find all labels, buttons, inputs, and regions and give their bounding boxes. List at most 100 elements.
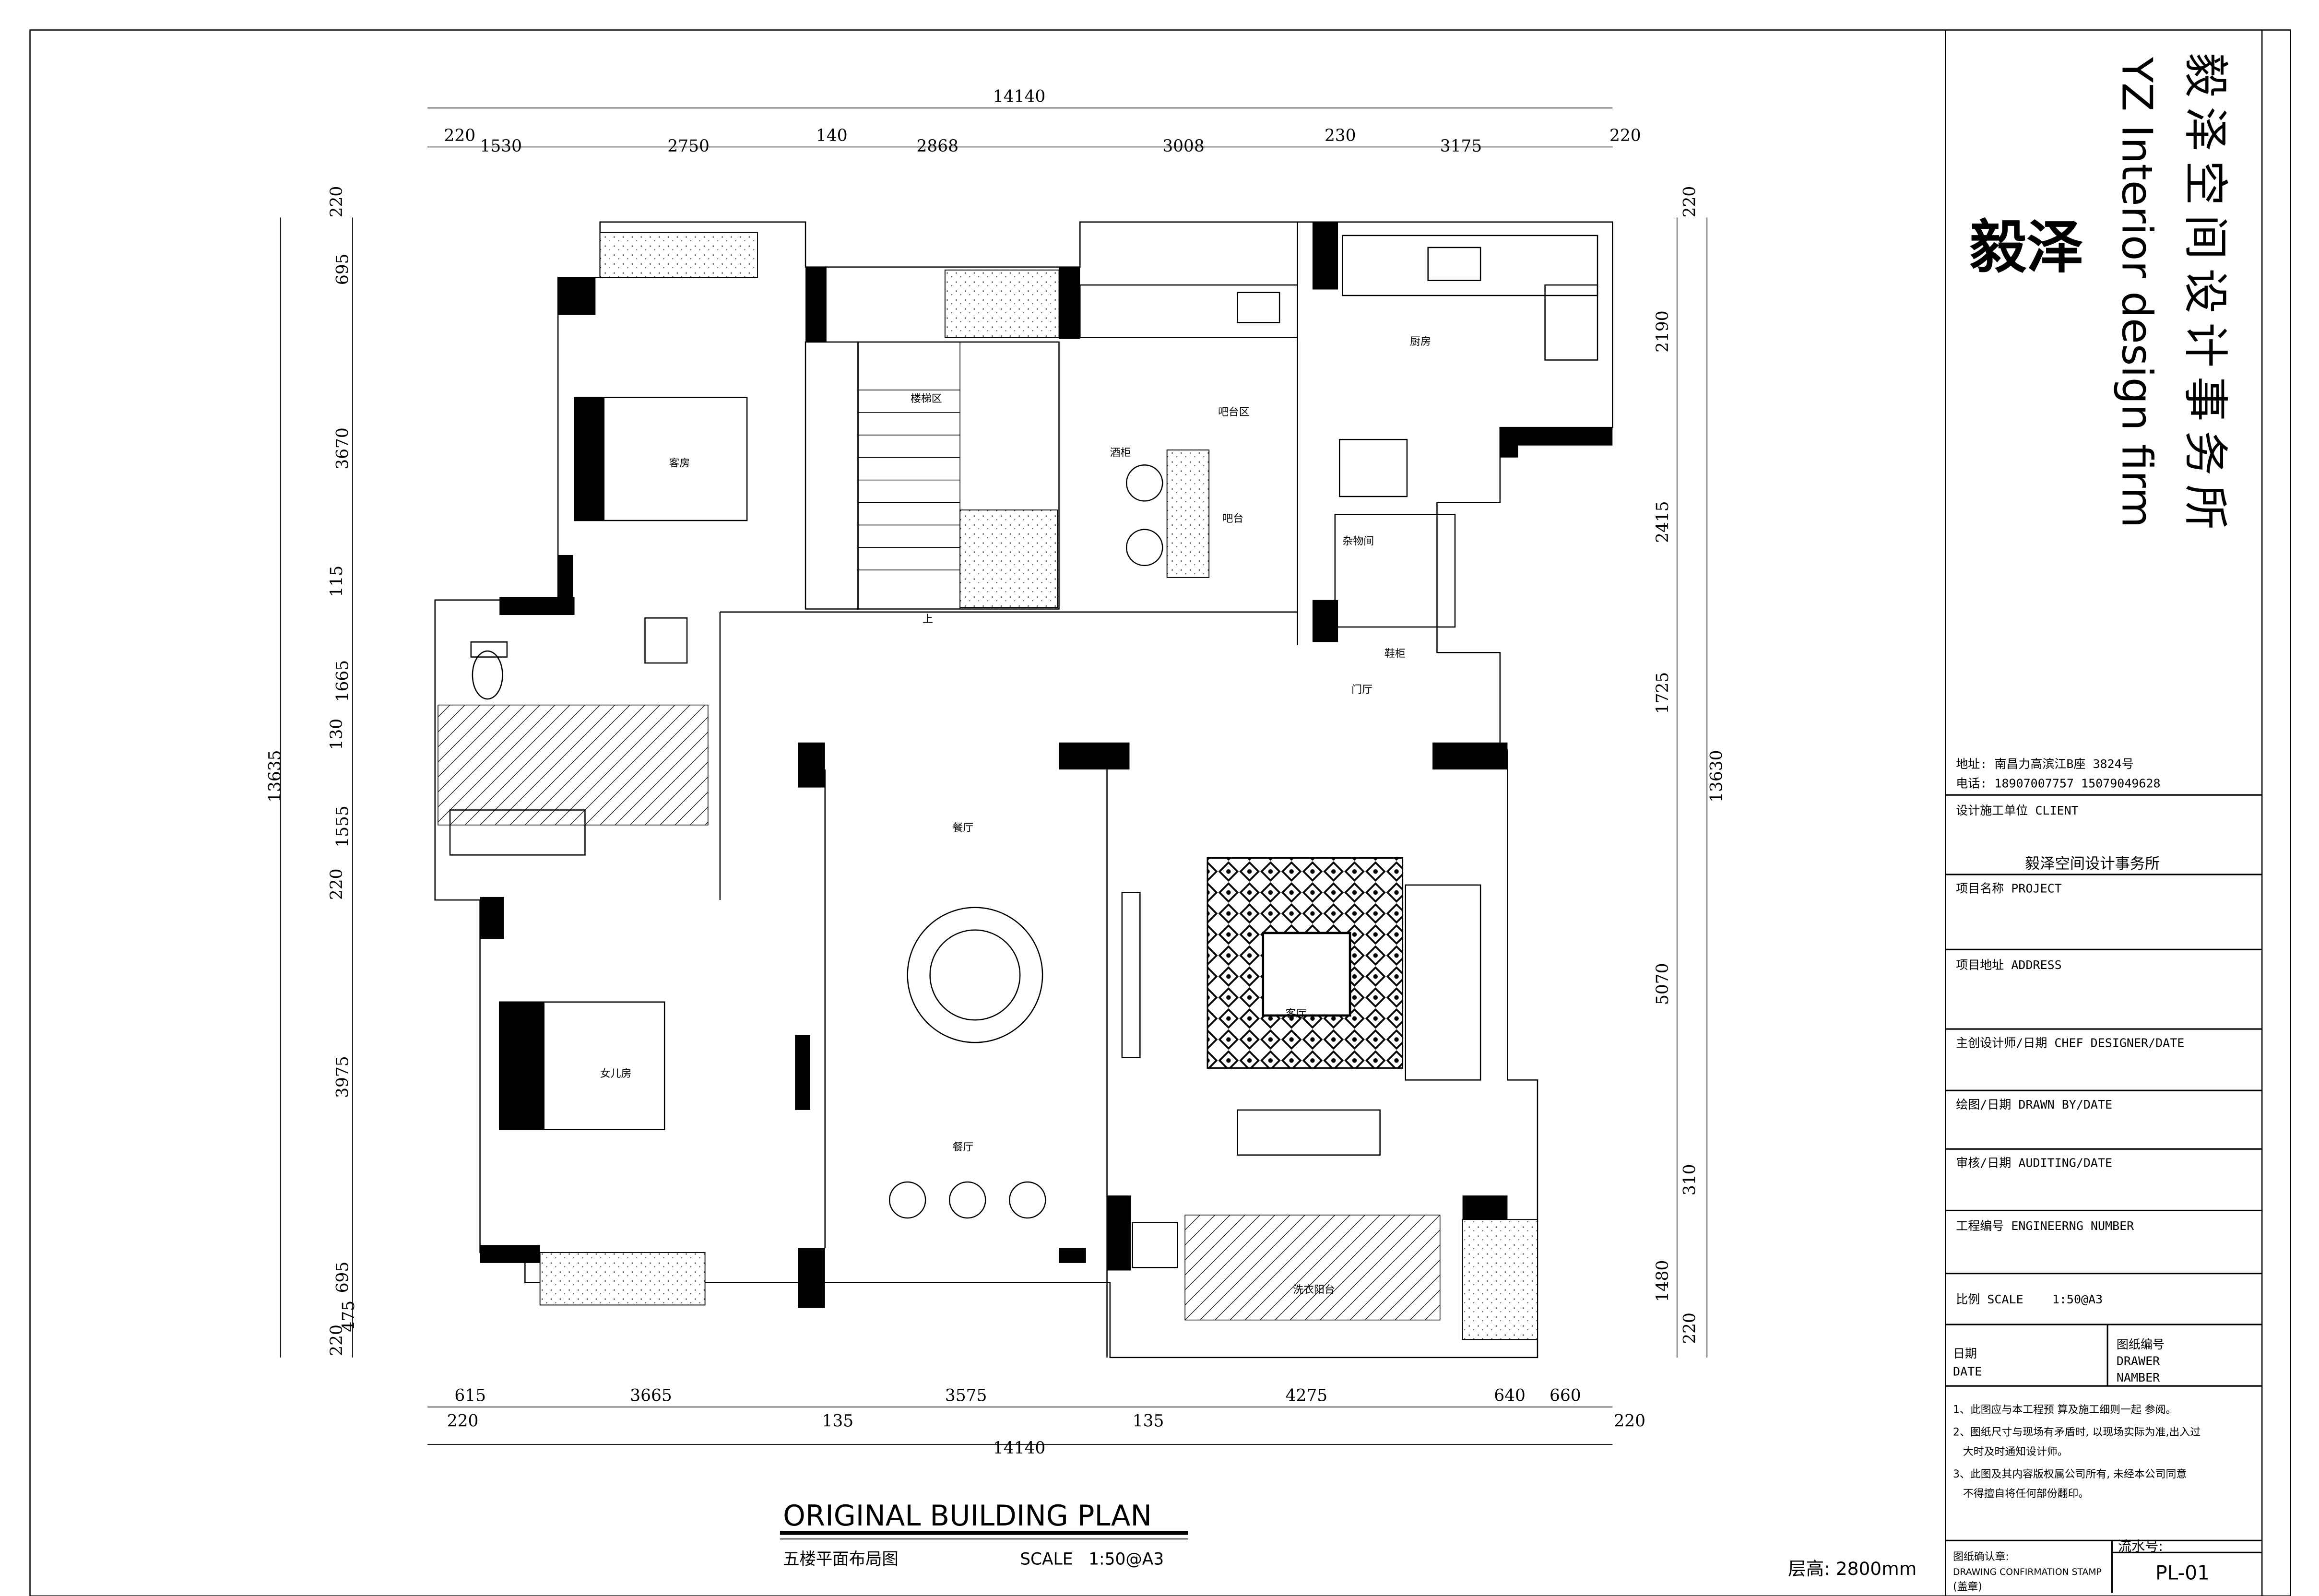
dim: 3175: [1440, 137, 1482, 156]
daughter-bed: [498, 1001, 665, 1130]
sink: [1132, 1222, 1178, 1268]
title-block: 毅泽 YZ Interior design firm 毅泽空间设计事务所 地址:…: [1945, 52, 2262, 1593]
room-label-stair: 楼梯区: [911, 393, 942, 405]
dim: 220: [1609, 126, 1641, 145]
room-label-wine-cabinet: 酒柜: [1110, 447, 1131, 459]
sheet-number: PL-01: [2155, 1561, 2210, 1584]
dim: 1665: [333, 660, 352, 702]
bathroom: [438, 617, 709, 856]
dim: 220: [327, 1324, 346, 1356]
note: 3、此图及其内容版权属公司所有, 未经本公司同意: [1953, 1468, 2187, 1480]
note: 1、此图应与本工程预 算及施工细则一起 参阅。: [1953, 1404, 2176, 1416]
staircase: [805, 341, 1060, 610]
dim: 2415: [1653, 501, 1672, 543]
sheet-frame: [29, 29, 2291, 1596]
note: 不得擅自将任何部份翻印。: [1953, 1488, 2089, 1500]
plan-title-en: ORIGINAL BUILDING PLAN: [783, 1500, 1152, 1533]
dim: 4275: [1286, 1386, 1327, 1406]
planter: [599, 232, 758, 278]
dim: 220: [327, 869, 346, 900]
bar-stool: [1125, 529, 1163, 567]
room-label-storage: 杂物间: [1342, 535, 1374, 547]
drawer-label-en1: DRAWER: [2117, 1354, 2160, 1368]
room-label-dining: 餐厅: [953, 1141, 974, 1153]
sofa: [1237, 1109, 1381, 1156]
dim: 130: [327, 719, 346, 750]
room-label-bar-area: 吧台区: [1218, 406, 1250, 418]
date-label-cn: 日期: [1953, 1347, 1977, 1360]
room-label-dining: 餐厅: [953, 822, 974, 834]
room-label-laundry: 洗衣阳台: [1293, 1284, 1335, 1296]
dim: 310: [1680, 1164, 1699, 1195]
drawer-label-cn: 图纸编号: [2117, 1337, 2165, 1351]
scale-label: 比例 SCALE 1:50@A3: [1956, 1292, 2103, 1306]
stamp-label-en: DRAWING CONFIRMATION STAMP: [1953, 1567, 2102, 1577]
dim: 695: [333, 253, 352, 285]
firm-name-en: YZ Interior design firm: [2112, 57, 2161, 528]
note: 大时及时通知设计师。: [1953, 1446, 2068, 1458]
dim: 660: [1550, 1386, 1581, 1406]
dim: 3665: [630, 1386, 672, 1406]
plan-scale: SCALE 1:50@A3: [1020, 1549, 1164, 1569]
room-label-living: 客厅: [1286, 1008, 1307, 1020]
dim: 220: [1680, 1312, 1699, 1344]
room-label-bar: 吧台: [1222, 513, 1243, 525]
dim: 13630: [1707, 750, 1727, 803]
engineering-number-label: 工程编号 ENGINEERNG NUMBER: [1956, 1219, 2134, 1233]
chef-designer-label: 主创设计师/日期 CHEF DESIGNER/DATE: [1956, 1036, 2184, 1050]
serial-label: 流水号:: [2118, 1538, 2163, 1554]
firm-logo: 毅泽: [1969, 215, 2083, 281]
dim: 230: [1325, 126, 1356, 145]
dim: 220: [1680, 186, 1699, 218]
tv-cabinet: [1121, 892, 1141, 1058]
stamp-note: (盖章): [1953, 1581, 1982, 1593]
date-label-en: DATE: [1953, 1364, 1982, 1378]
planter: [1462, 1219, 1538, 1340]
address-label: 项目地址 ADDRESS: [1956, 958, 2061, 972]
dims-top: 14140 220 1530 2750 140 2868 3008 230 31…: [444, 87, 1641, 156]
laundry-tiles: [1184, 1214, 1441, 1321]
bar-counter: [1166, 449, 1210, 578]
dim: 140: [816, 126, 848, 145]
room-labels: 楼梯区 上 吧台区 酒柜 吧台 厨房 客房 杂物间 鞋柜 门厅 餐厅 餐厅 客厅…: [600, 336, 1431, 1296]
bar-stool: [1125, 464, 1163, 502]
planter: [944, 269, 1060, 338]
note: 2、图纸尺寸与现场有矛盾时, 以现场实际为准,出入过: [1953, 1426, 2201, 1438]
dim: 1530: [480, 137, 522, 156]
headboard: [574, 397, 605, 521]
dimension-lines: [280, 107, 1708, 1445]
dim: 220: [1614, 1412, 1645, 1431]
sofa: [1405, 884, 1481, 1081]
plan-title-cn: 五楼平面布局图: [783, 1549, 899, 1569]
room-label-kitchen: 厨房: [1410, 336, 1431, 348]
dim: 220: [444, 126, 476, 145]
room-label-shoe-cabinet: 鞋柜: [1384, 648, 1406, 660]
dim: 1725: [1653, 672, 1672, 714]
kitchen-fixtures: [1079, 235, 1598, 628]
dim: 115: [327, 566, 346, 597]
room-label-foyer: 门厅: [1351, 684, 1372, 696]
dim: 2190: [1653, 310, 1672, 352]
dim: 1555: [333, 805, 352, 847]
coffee-table: [1262, 932, 1351, 1017]
dim: 135: [822, 1412, 853, 1431]
walls: [434, 221, 1613, 1359]
dim-top-total: 14140: [993, 87, 1045, 106]
dims-bottom: 615 3665 3575 4275 640 660 220 135 135 2…: [447, 1386, 1645, 1458]
dim-bottom-total: 14140: [993, 1439, 1045, 1458]
dims-right: 220 2190 2415 1725 13630 5070 310 1480 2…: [1653, 186, 1727, 1344]
client-value: 毅泽空间设计事务所: [2025, 855, 2160, 872]
planter: [539, 1252, 706, 1306]
dining-table: [888, 907, 1046, 1219]
dims-left: 13635 220 695 3670 115 1665 130 1555 220…: [266, 186, 358, 1356]
room-label-guest-room: 客房: [669, 457, 690, 469]
floor-height: 层高: 2800mm: [1788, 1558, 1917, 1579]
dim: 135: [1133, 1412, 1164, 1431]
dim: 640: [1494, 1386, 1526, 1406]
dim: 5070: [1653, 963, 1672, 1005]
dim: 3670: [333, 427, 352, 469]
stair-up-label: 上: [923, 614, 933, 626]
stamp-label-cn: 图纸确认章:: [1953, 1551, 2009, 1563]
dim: 3008: [1162, 137, 1204, 156]
room-label-daughter-room: 女儿房: [600, 1068, 632, 1080]
